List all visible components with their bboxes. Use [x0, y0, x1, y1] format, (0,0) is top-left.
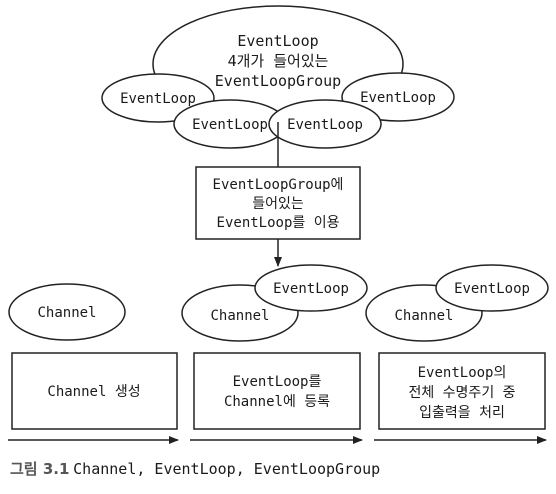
stage-3-box-line-2: 전체 수명주기 중 [408, 385, 515, 401]
caption-label: 그림 3.1 [10, 460, 70, 478]
stage-1-box-line-1: Channel 생성 [47, 384, 140, 400]
usage-line-3: EventLoop를 이용 [217, 215, 340, 231]
stage-2-box [193, 352, 361, 430]
group-eventloop-1-label: EventLoop [120, 91, 196, 107]
stage-2: Channel EventLoop EventLoop를 Channel에 등록 [181, 264, 368, 444]
stage-3-box [378, 352, 546, 430]
group-title-line-2: 4개가 들어있는 [228, 52, 329, 70]
stage-1-channel [8, 283, 126, 341]
stage-3-box-line-1: EventLoop의 [418, 365, 507, 381]
group-eventloop-3: EventLoop [268, 99, 382, 149]
stage-2-box-line-1: EventLoop를 [233, 374, 322, 390]
group-eventloop-2-label: EventLoop [192, 117, 268, 133]
figure-caption: 그림 3.1 Channel, EventLoop, EventLoopGrou… [10, 458, 550, 479]
stage-3-box-line-3: 입출력을 처리 [419, 405, 505, 421]
usage-box: EventLoopGroup에 들어있는 EventLoop를 이용 [195, 166, 361, 240]
group-eventloop-3-label: EventLoop [287, 117, 363, 133]
stage-3-eventloop-label: EventLoop [454, 281, 530, 297]
stage-2-box-line-2: Channel에 등록 [224, 394, 330, 410]
usage-line-1: EventLoopGroup에 [213, 177, 344, 193]
stage-1-box [11, 352, 178, 430]
group-eventloop-2: EventLoop [173, 99, 287, 149]
stage-2-eventloop-label: EventLoop [273, 281, 349, 297]
stage-1: Channel Channel 생성 [8, 283, 179, 444]
stage-1-channel-label: Channel [37, 305, 96, 321]
stage-3-channel-label: Channel [394, 308, 453, 324]
eventloop-group: EventLoop 4개가 들어있는 EventLoopGroup [152, 5, 404, 123]
stage-3: Channel EventLoop EventLoop의 전체 수명주기 중 입… [365, 264, 549, 444]
stage-2-eventloop [254, 264, 368, 312]
stage-3-eventloop [435, 264, 549, 312]
usage-line-2: 들어있는 [252, 196, 304, 212]
group-title-line-1: EventLoop [237, 32, 318, 50]
caption-text: Channel, EventLoop, EventLoopGroup [73, 460, 381, 478]
stage-2-channel-label: Channel [210, 308, 269, 324]
group-eventloop-4-label: EventLoop [360, 90, 436, 106]
group-title-line-3: EventLoopGroup [215, 72, 341, 90]
